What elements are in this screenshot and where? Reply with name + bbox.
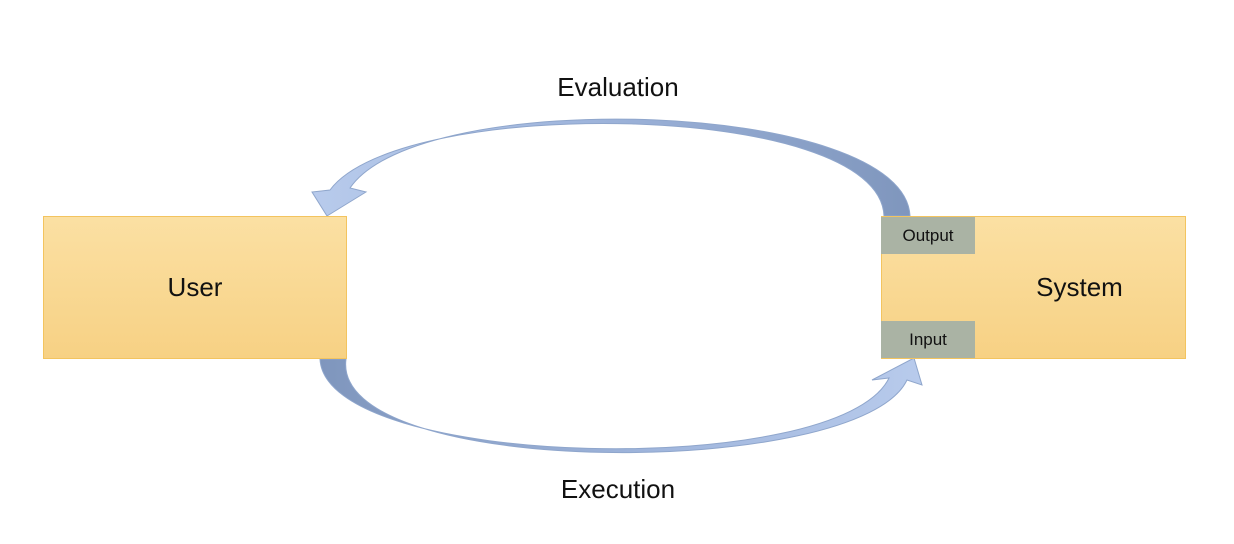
execution-arrow bbox=[319, 357, 923, 454]
input-label: Input bbox=[909, 329, 947, 349]
user-box: User bbox=[43, 216, 347, 359]
evaluation-label: Evaluation bbox=[557, 72, 679, 102]
system-label: System bbox=[1036, 272, 1123, 302]
input-port: Input bbox=[881, 321, 975, 358]
output-port: Output bbox=[881, 217, 975, 254]
execution-label: Execution bbox=[560, 474, 676, 504]
output-label: Output bbox=[902, 225, 954, 245]
evaluation-arrow bbox=[311, 118, 911, 217]
user-label: User bbox=[167, 272, 223, 302]
